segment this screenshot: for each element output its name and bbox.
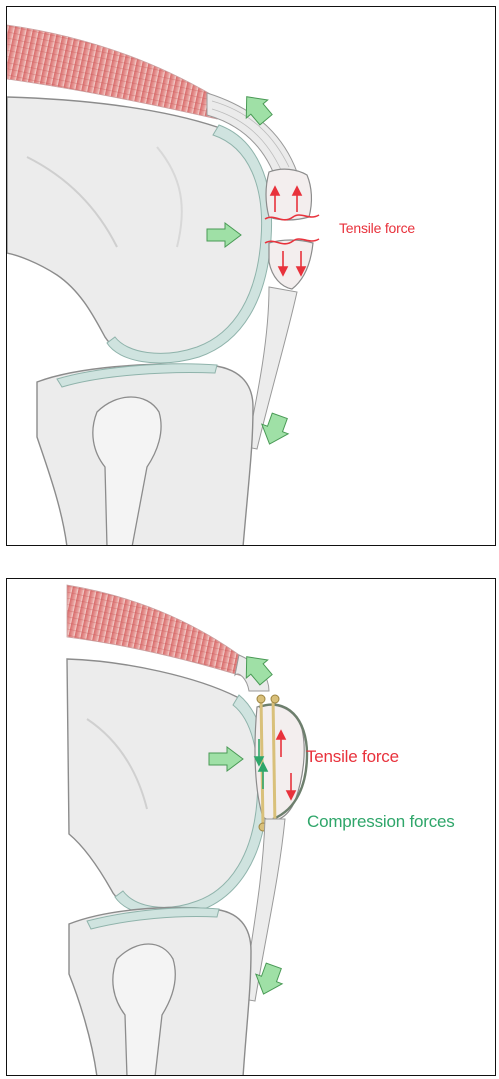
compression-forces-label: Compression forces: [307, 812, 455, 832]
diagram-panel-fixation: Tensile force Compression forces: [6, 578, 496, 1076]
diagram-panel-fracture: Tensile force: [6, 6, 496, 546]
tensile-force-label: Tensile force: [306, 747, 399, 767]
knee-illustration: [7, 7, 496, 546]
tensile-force-label: Tensile force: [339, 220, 415, 236]
patella-lower-fragment: [269, 240, 313, 289]
